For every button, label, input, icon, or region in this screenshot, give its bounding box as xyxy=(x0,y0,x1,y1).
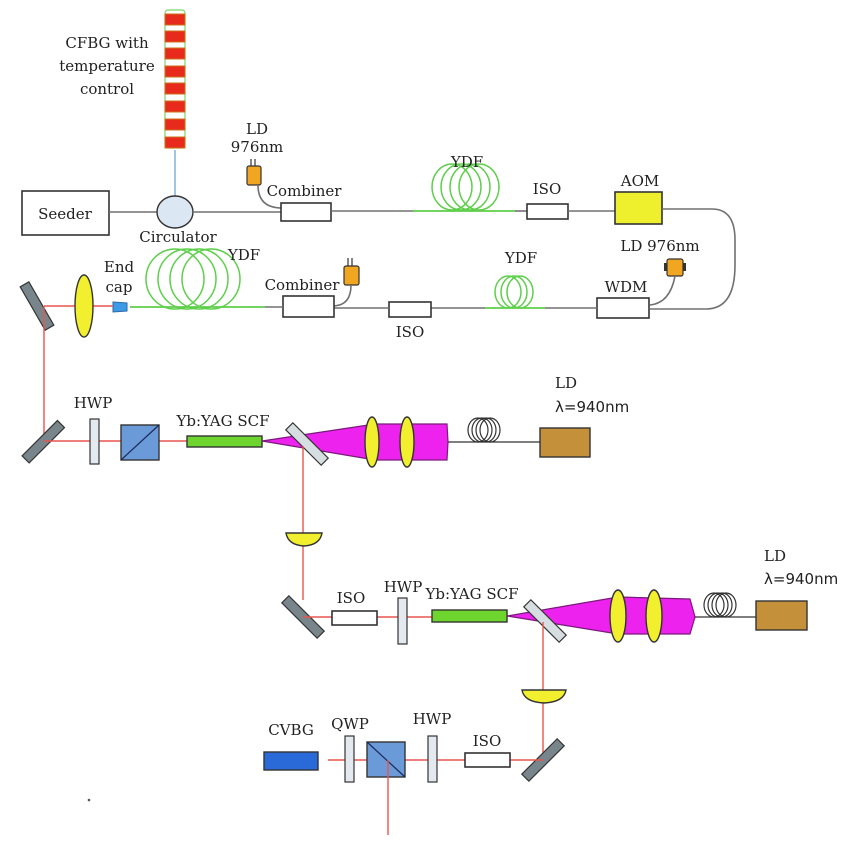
combiner-mid-label: Combiner xyxy=(265,276,341,294)
ld-940-1-label-line1: LD xyxy=(555,374,577,392)
ydf-coil-big xyxy=(145,248,241,310)
seeder-label: Seeder xyxy=(38,205,93,223)
ld-940-2 xyxy=(755,600,808,631)
cfbg-label-line2: temperature xyxy=(59,57,155,75)
combiner-top xyxy=(280,202,332,222)
circulator xyxy=(156,195,194,229)
hwp-2 xyxy=(397,597,408,645)
ydf-coil-top xyxy=(431,163,500,211)
cvbg-label: CVBG xyxy=(268,721,314,739)
ydf-mid-label: YDF xyxy=(504,249,537,267)
hwp-2-label: HWP xyxy=(384,578,423,596)
loop-fiber xyxy=(650,208,736,310)
ld-976-top xyxy=(246,159,262,186)
cvbg xyxy=(263,751,319,771)
scf-2-label: Yb:YAG SCF xyxy=(424,585,518,603)
iso-mid xyxy=(388,301,432,318)
yb-yag-scf-1 xyxy=(186,435,263,448)
aom xyxy=(614,191,663,225)
pump-lens-2a xyxy=(609,589,627,643)
ydf-coil-mid xyxy=(494,275,534,309)
circulator-label: Circulator xyxy=(139,228,217,246)
scf-1-label: Yb:YAG SCF xyxy=(175,412,269,430)
aom-label: AOM xyxy=(620,172,660,190)
ld-976-right-label: LD 976nm xyxy=(620,237,699,255)
pbs-1 xyxy=(120,424,160,461)
pump-lens-1b xyxy=(399,416,415,468)
ydf-big-label: YDF xyxy=(227,246,260,264)
iso-2-label: ISO xyxy=(337,589,366,607)
iso-3-label: ISO xyxy=(473,732,502,750)
dichroic-2 xyxy=(522,598,568,644)
hwp-1-label: HWP xyxy=(74,394,113,412)
end-cap-label-line2: cap xyxy=(106,278,133,296)
ld-940-2-label-line2: λ=940nm xyxy=(764,570,838,588)
cfbg-label-line3: control xyxy=(80,80,134,98)
hwp-1 xyxy=(89,418,100,465)
stray-dot xyxy=(87,798,91,802)
pump-lens-2b xyxy=(645,589,663,643)
yb-yag-scf-2 xyxy=(431,609,508,623)
ld-976-top-label-line1: LD xyxy=(246,120,268,138)
seeder-box xyxy=(21,190,110,236)
qwp-label: QWP xyxy=(331,715,369,733)
relay-lens-1 xyxy=(285,532,323,547)
cfbg-temperature-controlled xyxy=(164,9,186,149)
wdm-label: WDM xyxy=(605,278,648,296)
pump-fiber-coil-2 xyxy=(703,592,737,618)
ld-976-right xyxy=(664,258,686,277)
ld-940-1 xyxy=(539,427,591,458)
iso-top-label: ISO xyxy=(533,180,562,198)
pump-lens-1a xyxy=(364,416,380,468)
iso-2 xyxy=(331,610,378,626)
mirror-2 xyxy=(21,419,66,464)
mirror-1 xyxy=(19,281,55,331)
iso-mid-label: ISO xyxy=(396,323,425,341)
ydf-top-label: YDF xyxy=(450,153,483,171)
ld-940-2-label-line1: LD xyxy=(764,547,786,565)
pump-fiber-coil-1 xyxy=(467,417,501,443)
collimating-lens xyxy=(74,274,94,338)
end-cap xyxy=(112,301,128,313)
cfbg-label-line1: CFBG with xyxy=(65,34,149,52)
iso-top xyxy=(526,203,569,220)
qwp xyxy=(344,735,355,783)
combiner-top-label: Combiner xyxy=(267,182,343,200)
end-cap-label-line1: End xyxy=(104,258,135,276)
combiner-mid xyxy=(282,295,335,318)
relay-lens-2 xyxy=(521,689,567,704)
pbs-2 xyxy=(366,741,406,778)
ld-940-1-label-line2: λ=940nm xyxy=(555,398,629,416)
iso-3 xyxy=(464,752,511,768)
hwp-3 xyxy=(427,735,438,783)
hwp-3-label: HWP xyxy=(413,710,452,728)
wdm xyxy=(596,297,650,319)
ld-976-mid xyxy=(343,258,360,286)
ld-976-top-label-line2: 976nm xyxy=(231,138,284,156)
